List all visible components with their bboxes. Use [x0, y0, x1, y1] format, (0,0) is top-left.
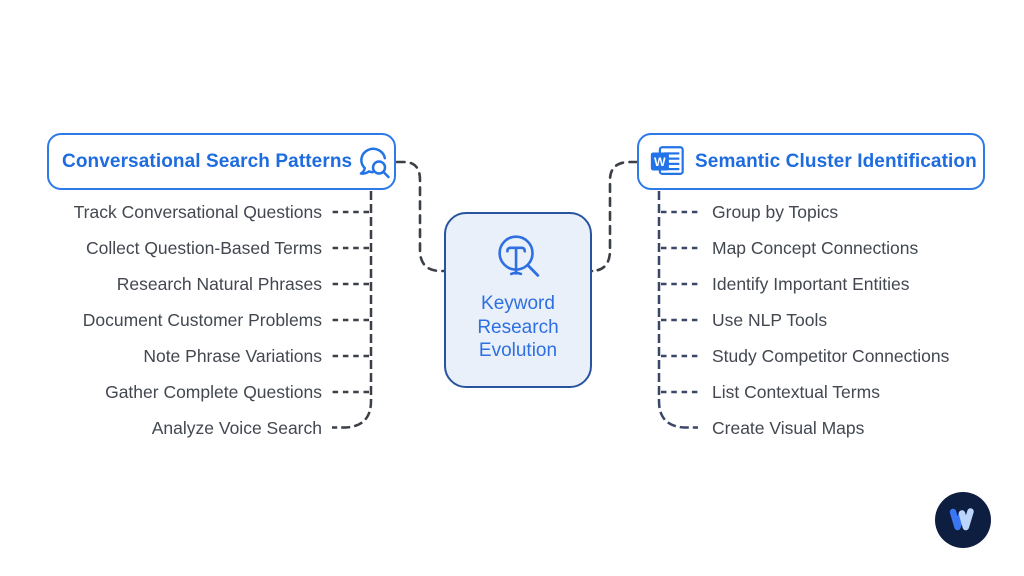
left-item-5: Note Phrase Variations: [143, 346, 322, 366]
connector-right-header-to-center: [590, 160, 639, 273]
left-item-4: Document Customer Problems: [82, 310, 322, 330]
right-item-5: Study Competitor Connections: [712, 346, 950, 366]
right-branch-title: Semantic Cluster Identification: [695, 150, 977, 172]
connector-left-header-to-center: [395, 160, 446, 273]
svg-text:W: W: [654, 155, 666, 169]
text-search-icon: [489, 228, 547, 286]
left-item-1: Track Conversational Questions: [73, 202, 322, 222]
center-node: Keyword Research Evolution: [444, 212, 592, 388]
right-item-dashes: [661, 210, 699, 394]
right-branch-spine: [657, 191, 698, 429]
word-document-icon: W: [648, 145, 686, 178]
left-item-dashes: [331, 210, 369, 394]
right-branch-header: W Semantic Cluster Identification: [637, 133, 985, 190]
left-item-3: Research Natural Phrases: [116, 274, 322, 294]
w-brand-logo-icon: [935, 492, 991, 548]
right-item-3: Identify Important Entities: [712, 274, 910, 294]
right-item-1: Group by Topics: [712, 202, 839, 222]
left-item-7: Analyze Voice Search: [151, 418, 322, 438]
left-branch-title: Conversational Search Patterns: [62, 150, 353, 172]
right-item-7: Create Visual Maps: [712, 418, 865, 438]
chat-search-icon: [352, 144, 392, 180]
right-item-2: Map Concept Connections: [712, 238, 919, 258]
right-item-4: Use NLP Tools: [712, 310, 828, 330]
left-branch-spine: [332, 191, 373, 429]
left-item-2: Collect Question-Based Terms: [85, 238, 322, 258]
center-node-label: Keyword Research Evolution: [477, 293, 559, 361]
right-item-6: List Contextual Terms: [712, 382, 880, 402]
left-branch-header: Conversational Search Patterns: [47, 133, 396, 190]
left-item-6: Gather Complete Questions: [105, 382, 322, 402]
